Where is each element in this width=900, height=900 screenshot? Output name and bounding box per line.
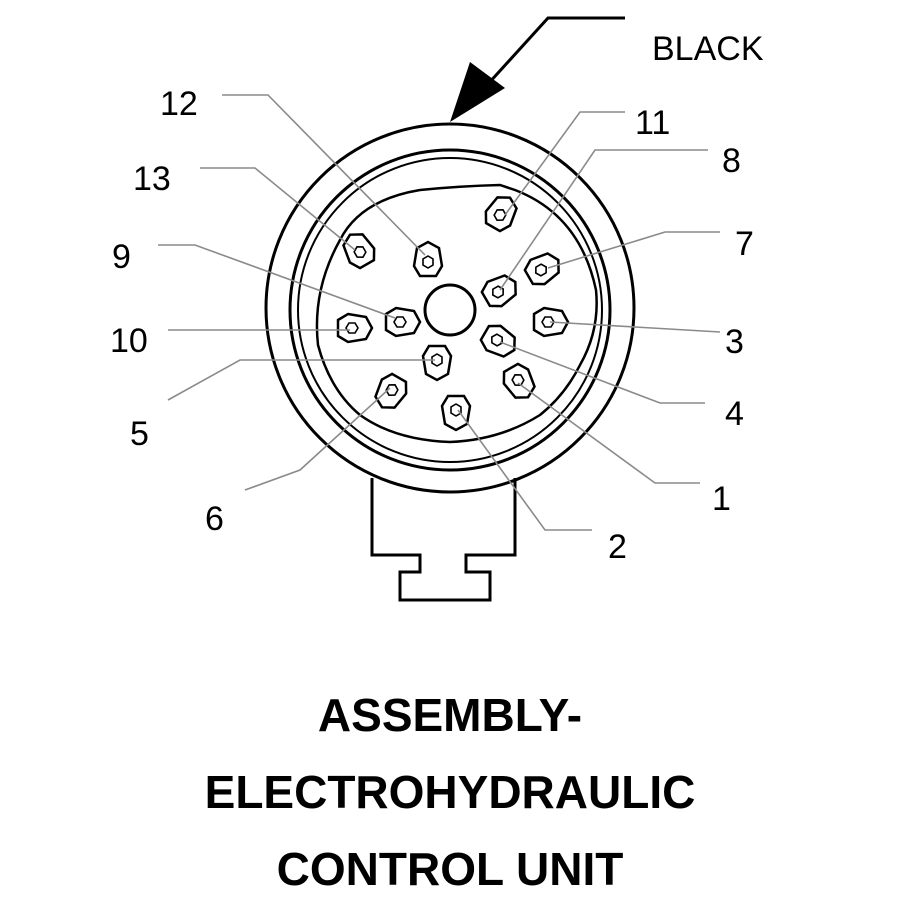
contact-hole — [353, 245, 367, 259]
contact-pin-11 — [484, 196, 518, 233]
leader-12 — [222, 94, 426, 256]
title-line-3: CONTROL UNIT — [276, 843, 624, 895]
contact-hole — [385, 383, 399, 397]
callout-9: 9 — [112, 238, 131, 276]
contact-pin-4 — [479, 324, 516, 358]
leader-8 — [499, 149, 708, 291]
connector-outer-ring — [264, 122, 636, 494]
title-line-1: ASSEMBLY- — [317, 689, 583, 741]
leader-lines — [158, 94, 721, 531]
arrow-leader — [476, 16, 625, 97]
contact-pins — [336, 196, 570, 432]
leader-1 — [517, 382, 700, 484]
contact-hole — [450, 403, 462, 417]
contact-pin-10 — [336, 312, 374, 344]
contact-hole — [534, 263, 548, 277]
callout-4: 4 — [725, 395, 744, 433]
contact-pin-5 — [421, 344, 453, 382]
contact-pin-1 — [502, 362, 536, 399]
center-post — [423, 283, 477, 337]
leader-4 — [499, 341, 705, 404]
callout-2: 2 — [608, 528, 627, 566]
leader-7 — [547, 231, 720, 269]
title-line-2: ELECTROHYDRAULIC — [204, 766, 696, 818]
leader-2 — [457, 409, 592, 531]
callout-12: 12 — [160, 85, 198, 123]
contact-hole — [345, 322, 359, 334]
contact-hole — [541, 316, 555, 328]
contact-pin-13 — [342, 233, 376, 270]
mounting-bracket — [370, 478, 517, 602]
callout-13: 13 — [133, 160, 171, 198]
contact-hole — [422, 255, 434, 269]
contact-hole — [490, 333, 504, 347]
contact-hole — [393, 316, 407, 328]
leader-13 — [200, 167, 356, 251]
callout-1: 1 — [712, 480, 731, 518]
leader-6 — [244, 387, 391, 491]
contact-pin-6 — [374, 372, 408, 409]
contact-pin-7 — [523, 252, 560, 286]
color-label-black: BLACK — [652, 30, 764, 68]
connector-insert-ring — [297, 157, 603, 463]
leader-3 — [549, 321, 721, 333]
callout-8: 8 — [722, 142, 741, 180]
callout-5: 5 — [130, 415, 149, 453]
callout-3: 3 — [725, 323, 744, 361]
leader-9 — [158, 244, 396, 319]
callout-10: 10 — [110, 322, 148, 360]
connector-inner-ring — [288, 148, 612, 472]
contact-hole — [511, 373, 525, 387]
insert-face — [315, 183, 598, 444]
contact-pin-9 — [384, 306, 422, 338]
callout-6: 6 — [205, 500, 224, 538]
contact-pin-2 — [440, 394, 472, 432]
leader-5 — [167, 359, 435, 401]
leader-11 — [504, 111, 625, 216]
callout-7: 7 — [735, 225, 754, 263]
callout-11: 11 — [635, 104, 670, 142]
contact-hole — [431, 353, 443, 367]
arrow-head — [450, 62, 505, 122]
contact-pin-8 — [480, 274, 517, 308]
